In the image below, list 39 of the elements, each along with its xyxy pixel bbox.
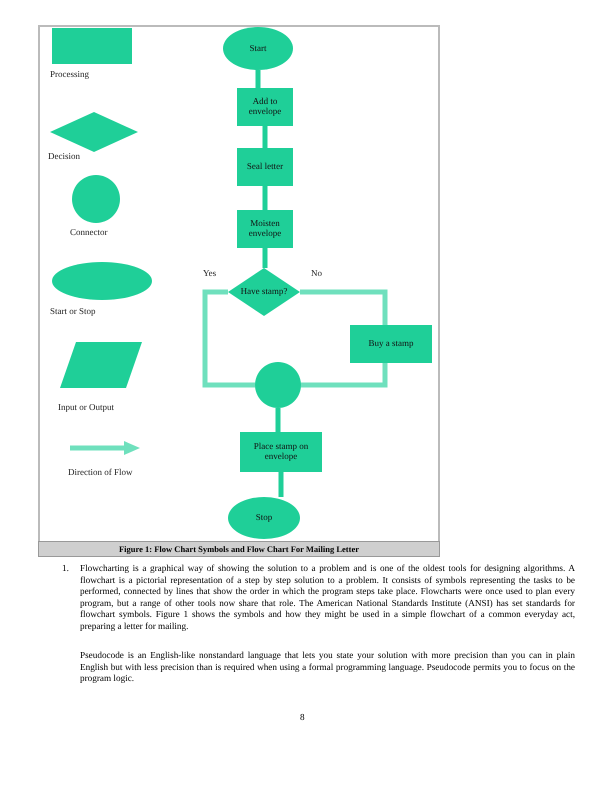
page-number: 8 [300,712,306,724]
legend-label: Start or Stop [50,307,97,317]
node-label: Place stamp on envelope [252,442,310,462]
edge-label: No [310,268,323,278]
node-label: Stop [254,513,274,523]
figure-caption: Figure 1: Flow Chart Symbols and Flow Chart For Mailing Letter [38,541,440,557]
legend-label: Connector [70,228,108,238]
edge-label: Yes [202,268,218,278]
list-number: 1. [62,563,70,574]
terminal-ellipse [223,27,293,70]
legend-label: Decision [48,152,81,162]
legend-label: Processing [50,70,90,80]
flow-line [300,290,388,325]
node-label: Add to envelope [248,97,282,117]
node-label: Seal letter [246,162,284,172]
body-paragraph: Pseudocode is an English-like nonstandard language that lets you state your solution with more precision than you can in plain English but with less precision than is required when using a formal programming language. Pseudocode permits you to focus on the program logic. [80,650,575,684]
process-box [237,210,293,248]
legend-label: Direction of Flow [68,468,134,478]
node-label: Start [248,44,268,54]
body-paragraph: Flowcharting is a graphical way of showing the solution to a problem and is one of the oldest tools for designing algorithms. A flowchart is a pictorial representation of a step by step solution to a problem. It consists of symbols representing the tasks to be performed, connected by lines that show the order in which the program steps take place. Flowcharts were once used to plan every program, but a range of other tools now share that role. The American National Standards Institute (ANSI) has set standards for flowchart symbols. Figure 1 shows the symbols and how they might be used in a simple flowchart of a common everyday act, preparing a letter for mailing. [80,563,575,632]
node-label: Buy a stamp [368,339,414,349]
flow-line [262,248,268,268]
process-box [350,325,432,363]
node-label: Have stamp? [240,287,288,297]
flow-line [278,472,284,497]
flow-line [262,126,268,148]
flow-line [301,363,388,388]
flow-line [276,408,280,432]
process-box [237,88,293,126]
decision-diamond [228,268,300,316]
flow-line [202,290,255,388]
process-box [240,432,322,472]
node-label: Moisten envelope [248,219,282,239]
terminal-ellipse [228,497,300,539]
legend-label: Input or Output [58,403,115,413]
connector-circle [255,362,301,408]
flow-line [256,70,260,88]
flow-line [262,186,268,210]
process-box [237,148,293,186]
